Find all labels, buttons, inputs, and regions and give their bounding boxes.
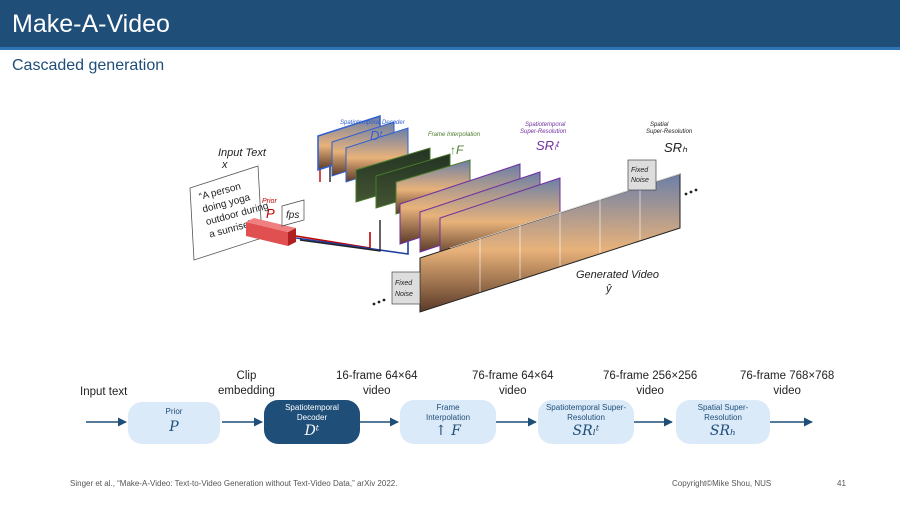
- sr-h-box-symbol: SRₕ: [709, 423, 737, 439]
- fixed-noise-top-2: Noise: [631, 177, 649, 184]
- sr-l-symbol: SRₗᵗ: [536, 138, 560, 153]
- stage-label-input: Input text: [80, 385, 127, 400]
- stage-clip-line-2: embedding: [218, 385, 275, 397]
- decoder-box-symbol: Dᵗ: [304, 423, 320, 439]
- interp-symbol: ↑F: [450, 143, 464, 157]
- stage-label-76frame-256: 76-frame 256×256 video: [603, 369, 697, 399]
- slide-subtitle: Cascaded generation: [12, 57, 165, 74]
- stage-76c-line-2: video: [773, 385, 801, 397]
- prior-box-symbol: P: [169, 419, 179, 435]
- stage-76b-line-1: 76-frame 256×256: [603, 370, 698, 382]
- stage-76a-line-1: 76-frame 64×64: [472, 370, 554, 382]
- stage-16-line-2: video: [363, 385, 391, 397]
- stage-76c-line-1: 76-frame 768×768: [740, 370, 835, 382]
- stage-clip-line-1: Clip: [236, 370, 257, 382]
- decoder-box: Spatiotemporal Decoder Dᵗ: [264, 400, 360, 444]
- sr-l-box-symbol: SRₗᵗ: [572, 423, 600, 439]
- stage-label-16frame: 16-frame 64×64 video: [336, 369, 418, 399]
- generated-label: Generated Video: [576, 269, 659, 281]
- slide-title: Make-A-Video: [12, 10, 170, 38]
- page-number: 41: [837, 479, 846, 488]
- architecture-figure: Input Text x “A person doing yoga outdoo…: [189, 114, 698, 313]
- stage-76a-line-2: video: [499, 385, 527, 397]
- ellipsis-dots: [372, 188, 698, 306]
- prior-box-name: Prior: [165, 407, 183, 416]
- fps-label: fps: [286, 210, 299, 221]
- fixed-noise-top-1: Fixed: [631, 167, 649, 174]
- prior-box: Prior P: [128, 402, 220, 444]
- prior-embedding: [246, 222, 288, 246]
- sr-l-box-name: Spatiotemporal Super-Resolution: [545, 403, 627, 422]
- interpolation-frames: [355, 147, 471, 215]
- fixed-noise-bottom-2: Noise: [395, 291, 413, 298]
- copyright: Copyright©Mike Shou, NUS: [672, 479, 772, 488]
- stage-label-76frame-64: 76-frame 64×64 video: [472, 369, 554, 399]
- interp-box: Frame Interpolation ↑ F: [400, 400, 496, 444]
- citation: Singer et al., “Make-A-Video: Text-to-Vi…: [70, 479, 398, 488]
- stage-76b-line-2: video: [636, 385, 664, 397]
- prior-label: Prior: [262, 198, 277, 205]
- sr-l-label-1: Spatiotemporal: [525, 122, 566, 128]
- stage-16-line-1: 16-frame 64×64: [336, 370, 418, 382]
- sr-l-box: Spatiotemporal Super-Resolution SRₗᵗ: [538, 400, 634, 444]
- interp-box-symbol: ↑ F: [435, 423, 461, 439]
- sr-h-box-name: Spatial Super-Resolution: [697, 403, 749, 422]
- fixed-noise-bottom: [391, 271, 421, 305]
- stage-input-line: Input text: [80, 386, 128, 398]
- generated-var: ŷ: [605, 283, 613, 295]
- fixed-noise-bottom-1: Fixed: [395, 280, 413, 287]
- stage-label-76frame-768: 76-frame 768×768 video: [740, 369, 834, 399]
- fps-box: [281, 199, 305, 227]
- input-text-label: Input Text: [218, 147, 267, 159]
- interp-box-name: Frame Interpolation: [425, 403, 471, 422]
- sr-h-label-2: Super-Resolution: [646, 129, 693, 135]
- fixed-noise-top: [627, 159, 657, 191]
- decoder-box-name: Spatiotemporal Decoder: [285, 403, 339, 422]
- sr-l-label-2: Super-Resolution: [520, 129, 567, 135]
- sr-l-frames: [399, 163, 561, 259]
- sr-h-symbol: SRₕ: [664, 140, 688, 155]
- decoder-symbol: Dᵗ: [370, 128, 383, 143]
- pipeline-arrows: [86, 417, 813, 427]
- title-bar: Make-A-Video: [0, 0, 900, 50]
- decoder-label: Spatiotemporal Decoder: [340, 120, 406, 126]
- prior-symbol: P: [266, 206, 275, 221]
- sr-h-box: Spatial Super-Resolution SRₕ: [676, 400, 770, 444]
- interp-label: Frame Interpolation: [428, 132, 481, 138]
- stage-label-clip: Clip embedding: [218, 369, 275, 399]
- input-var: x: [221, 159, 228, 171]
- sr-h-label-1: Spatial: [650, 122, 669, 128]
